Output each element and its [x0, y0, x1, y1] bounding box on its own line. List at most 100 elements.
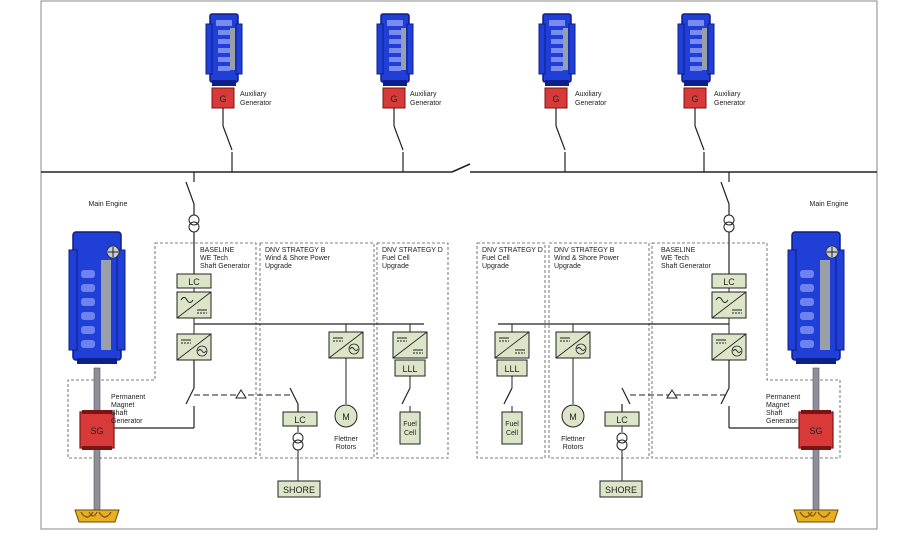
- aux-engine-icon: [205, 13, 243, 87]
- lc-block-right: LC: [711, 273, 747, 289]
- lll-block-left: LLL: [394, 359, 426, 377]
- svg-text:Shaft: Shaft: [766, 410, 782, 417]
- lc-block-shore-left: LC: [282, 411, 318, 427]
- bus-drop-lines: [185, 172, 730, 215]
- converter-ac-dc-icon: [176, 291, 212, 319]
- interlock-triangle-icon: [666, 389, 678, 399]
- transformer-icon: [616, 432, 628, 451]
- flettner-label: Flettner: [561, 436, 585, 443]
- generator-symbol: G: [219, 94, 226, 104]
- generator-symbol: G: [691, 94, 698, 104]
- group-boxes: [67, 242, 841, 459]
- svg-text:SHORE: SHORE: [605, 485, 637, 495]
- aux-engine-icon: [538, 13, 576, 87]
- aux-generator-label: Auxiliary: [575, 91, 602, 98]
- strategy-d-right-sub2: Upgrade: [482, 263, 509, 270]
- propeller-icon: [793, 509, 839, 523]
- strategy-b-left-title: DNV STRATEGY B: [265, 247, 326, 254]
- fuel-cell-right: Fuel Cell: [501, 411, 523, 445]
- baseline-right-sub1: WE Tech: [661, 255, 689, 262]
- svg-text:LC: LC: [294, 415, 306, 425]
- svg-text:Magnet: Magnet: [766, 402, 789, 409]
- flettner-label: Rotors: [563, 444, 584, 451]
- converter-ac-dc-icon: [711, 291, 747, 319]
- aux-generator-label: Generator: [240, 100, 272, 107]
- baseline-left-title: BASELINE: [200, 247, 235, 254]
- transformer-icon: [292, 432, 304, 451]
- svg-text:Fuel: Fuel: [403, 421, 417, 428]
- svg-text:Permanent: Permanent: [766, 394, 800, 401]
- flettner-label: Flettner: [334, 436, 358, 443]
- flettner-motor-left: M: [334, 404, 358, 428]
- aux-generator-label: Generator: [714, 100, 746, 107]
- svg-text:Cell: Cell: [506, 430, 519, 437]
- lc-block-left: LC: [176, 273, 212, 289]
- main-engine-label: Main Engine: [810, 201, 849, 208]
- aux-generator-label: Auxiliary: [410, 91, 437, 98]
- main-engine-icon: [787, 231, 845, 365]
- aux-generator-2: G Auxiliary Generator: [376, 13, 442, 109]
- outer-frame: [40, 0, 878, 530]
- aux-engine-icon: [677, 13, 715, 87]
- svg-text:LC: LC: [723, 277, 735, 287]
- aux-feeders: [222, 108, 705, 172]
- converter-dc-dc-icon: [494, 331, 530, 359]
- baseline-left-sub1: WE Tech: [200, 255, 228, 262]
- converter-dc-ac-icon: [555, 331, 591, 359]
- strategy-b-right-title: DNV STRATEGY B: [554, 247, 615, 254]
- aux-generator-3: G Auxiliary Generator: [538, 13, 607, 109]
- strategy-d-left-sub2: Upgrade: [382, 263, 409, 270]
- baseline-right-title: BASELINE: [661, 247, 696, 254]
- strategy-d-left-sub1: Fuel Cell: [382, 255, 410, 262]
- pm-shaft-generator-left: SG: [79, 410, 115, 450]
- main-engine-right: Main Engine: [787, 201, 849, 365]
- main-engine-icon: [68, 231, 126, 365]
- svg-text:LLL: LLL: [504, 364, 519, 374]
- svg-text:Generator: Generator: [111, 418, 143, 425]
- pm-label-left: Permanent Magnet Shaft Generator: [111, 394, 145, 425]
- svg-text:SHORE: SHORE: [283, 485, 315, 495]
- fuel-cell-left: Fuel Cell: [399, 411, 421, 445]
- shore-block-left: SHORE: [277, 480, 321, 498]
- shore-block-right: SHORE: [599, 480, 643, 498]
- aux-generator-label: Auxiliary: [714, 91, 741, 98]
- main-busbar: [41, 163, 877, 173]
- lc-block-shore-right: LC: [604, 411, 640, 427]
- svg-text:M: M: [342, 412, 350, 422]
- converter-dc-ac-icon: [176, 333, 212, 361]
- strategy-b-left-sub1: Wind & Shore Power: [265, 255, 331, 262]
- baseline-right-sub2: Shaft Generator: [661, 263, 711, 270]
- converter-dc-ac-icon: [711, 333, 747, 361]
- flettner-motor-right: M: [561, 404, 585, 428]
- transformer-icon: [188, 214, 200, 233]
- strategy-d-right-sub1: Fuel Cell: [482, 255, 510, 262]
- aux-generator-label: Generator: [410, 100, 442, 107]
- strategy-b-right-sub1: Wind & Shore Power: [554, 255, 620, 262]
- aux-engine-icon: [376, 13, 414, 87]
- aux-generator-1: G Auxiliary Generator: [205, 13, 272, 109]
- pm-label-right: Permanent Magnet Shaft Generator: [766, 394, 800, 425]
- lll-block-right: LLL: [496, 359, 528, 377]
- svg-text:M: M: [569, 412, 577, 422]
- svg-text:Fuel: Fuel: [505, 421, 519, 428]
- main-engine-left: Main Engine: [68, 201, 128, 365]
- generator-symbol: G: [552, 94, 559, 104]
- transformer-icon: [723, 214, 735, 233]
- svg-text:SG: SG: [809, 426, 822, 436]
- interlock-triangle-icon: [235, 389, 247, 399]
- propeller-icon: [74, 509, 120, 523]
- flettner-label: Rotors: [336, 444, 357, 451]
- svg-text:SG: SG: [90, 426, 103, 436]
- baseline-left-sub2: Shaft Generator: [200, 263, 250, 270]
- aux-generator-label: Auxiliary: [240, 91, 267, 98]
- pm-shaft-generator-right: SG: [798, 410, 834, 450]
- svg-text:Cell: Cell: [404, 430, 417, 437]
- aux-generator-label: Generator: [575, 100, 607, 107]
- svg-text:Shaft: Shaft: [111, 410, 127, 417]
- svg-text:Generator: Generator: [766, 418, 798, 425]
- strategy-b-left-sub2: Upgrade: [265, 263, 292, 270]
- svg-text:LC: LC: [188, 277, 200, 287]
- converter-dc-dc-icon: [392, 331, 428, 359]
- converter-dc-ac-icon: [328, 331, 364, 359]
